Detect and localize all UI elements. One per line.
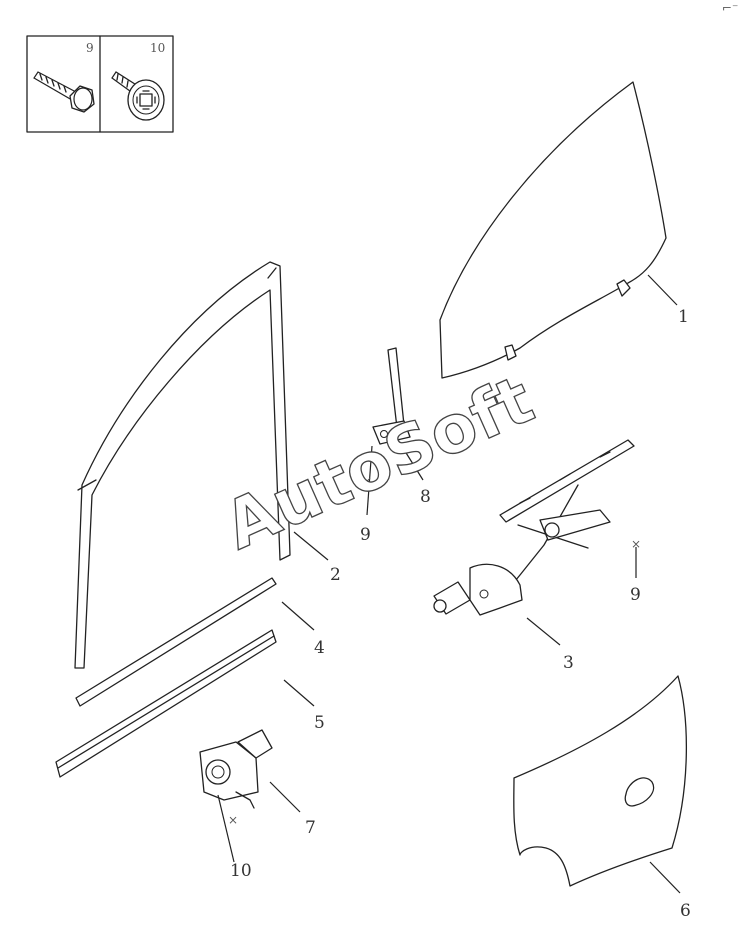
fastener-9-number: 9 [86,41,94,55]
vapor-barrier-leader [649,861,681,894]
glass-run-channel [74,261,291,669]
callout-9-guide-bolt: 9 [360,525,371,545]
outer-belt-strip [75,577,277,707]
motor-leader [269,781,301,813]
callout-10-motor-screw: 10 [230,861,252,881]
inner-strip-leader [283,679,315,707]
regulator-bolt-marker: × [631,537,641,551]
window-regulator [433,439,635,616]
corner-mark: ⌐⁻ [722,1,738,15]
callout-4-outer-belt-strip: 4 [314,638,325,658]
hex-flange-bolt-icon [33,71,95,113]
rear-guide-leader [397,439,424,481]
callout-7-motor: 7 [305,818,316,838]
torx-screw-icon [111,71,165,121]
door-glass [439,81,667,379]
fastener-10-number: 10 [150,41,165,55]
window-motor [199,729,273,809]
rear-window-guide [372,347,411,445]
fastener-legend-box: 9 10 [26,35,174,133]
outer-strip-leader [281,601,315,631]
run-channel-leader [293,531,329,561]
guide-bolt-leader [366,445,373,516]
vapor-barrier [513,675,687,887]
watermark: AutoSoft [213,361,544,565]
callout-6-vapor-barrier: 6 [680,901,691,921]
callout-5-inner-belt-strip: 5 [314,713,325,733]
regulator-leader [526,617,561,646]
callout-8-rear-guide: 8 [420,487,431,507]
inner-belt-strip [55,629,277,778]
guide-bolt-marker: × [362,474,372,488]
callout-2-run-channel: 2 [330,565,341,585]
motor-screw-marker: × [228,813,238,827]
callout-1-glass: 1 [678,307,689,327]
glass-leader [647,274,678,306]
callout-9-regulator-bolt: 9 [630,585,641,605]
motor-screw-leader [217,794,235,863]
callout-3-regulator: 3 [563,653,574,673]
